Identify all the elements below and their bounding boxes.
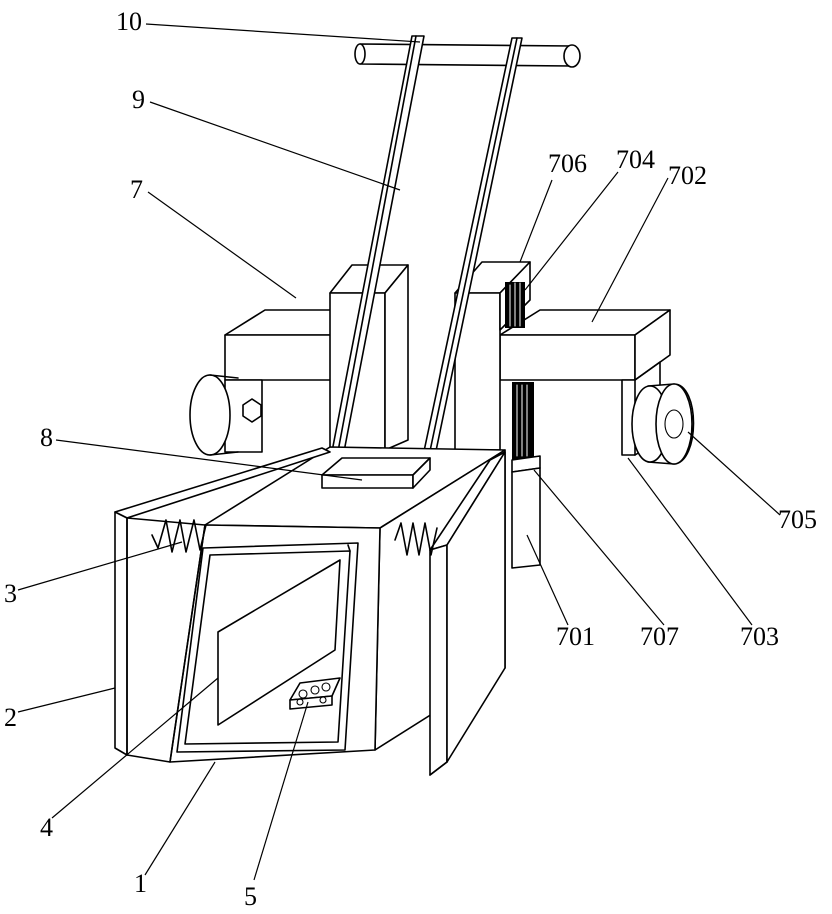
label-1: 1 — [134, 869, 147, 898]
label-701: 701 — [556, 622, 595, 651]
label-8: 8 — [40, 423, 53, 452]
label-4: 4 — [40, 813, 53, 842]
label-7: 7 — [130, 175, 143, 204]
label-702: 702 — [668, 161, 707, 190]
pedal-plate — [322, 458, 430, 488]
label-703: 703 — [740, 622, 779, 651]
label-705: 705 — [778, 505, 817, 534]
label-704: 704 — [616, 145, 655, 174]
label-3: 3 — [4, 579, 17, 608]
label-706: 706 — [548, 149, 587, 178]
label-2: 2 — [4, 703, 17, 732]
label-5: 5 — [244, 882, 257, 911]
handle-bar — [355, 44, 580, 67]
label-9: 9 — [132, 85, 145, 114]
label-10: 10 — [116, 7, 142, 36]
label-707: 707 — [640, 622, 679, 651]
left-frame-arm — [190, 310, 345, 455]
